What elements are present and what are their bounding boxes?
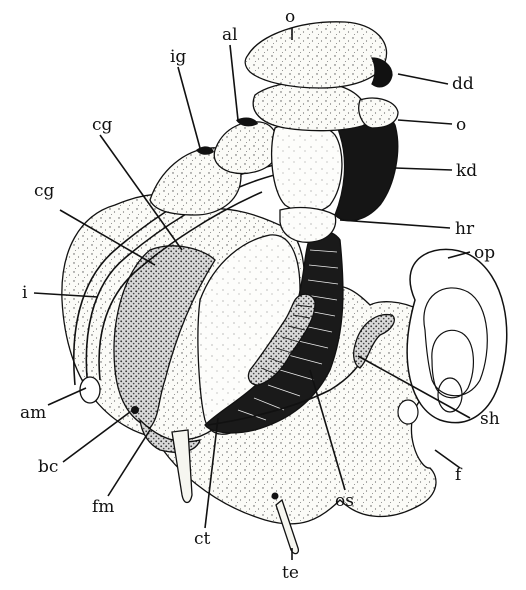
label-os: os bbox=[335, 491, 354, 511]
digestive-duct bbox=[372, 58, 392, 87]
heart-lower bbox=[280, 208, 336, 243]
label-op: op bbox=[474, 243, 495, 263]
label-cg-upper: cg bbox=[92, 115, 113, 135]
label-o-right: o bbox=[456, 115, 466, 135]
label-dd: dd bbox=[452, 74, 474, 94]
label-fm: fm bbox=[92, 497, 114, 517]
label-am: am bbox=[20, 403, 46, 423]
label-ct: ct bbox=[194, 529, 211, 549]
op-nucleus bbox=[398, 400, 418, 424]
label-te: te bbox=[282, 563, 299, 583]
label-al: al bbox=[222, 25, 238, 45]
heart bbox=[272, 122, 342, 213]
te-dot bbox=[272, 493, 279, 500]
label-ig: ig bbox=[170, 47, 186, 67]
label-sh: sh bbox=[480, 409, 500, 429]
label-i: i bbox=[22, 283, 28, 303]
label-f: f bbox=[455, 465, 463, 485]
label-hr: hr bbox=[455, 219, 475, 239]
label-bc: bc bbox=[38, 457, 58, 477]
label-o-top: o bbox=[285, 7, 295, 27]
foot-tip bbox=[172, 430, 192, 503]
ovary-lower bbox=[253, 82, 367, 131]
label-kd: kd bbox=[456, 161, 477, 181]
bc-dot bbox=[131, 406, 139, 414]
ovary-right-lobe bbox=[359, 98, 398, 128]
ovary-upper bbox=[245, 22, 386, 88]
albumen-gland bbox=[214, 122, 277, 174]
label-cg-left: cg bbox=[34, 181, 55, 201]
